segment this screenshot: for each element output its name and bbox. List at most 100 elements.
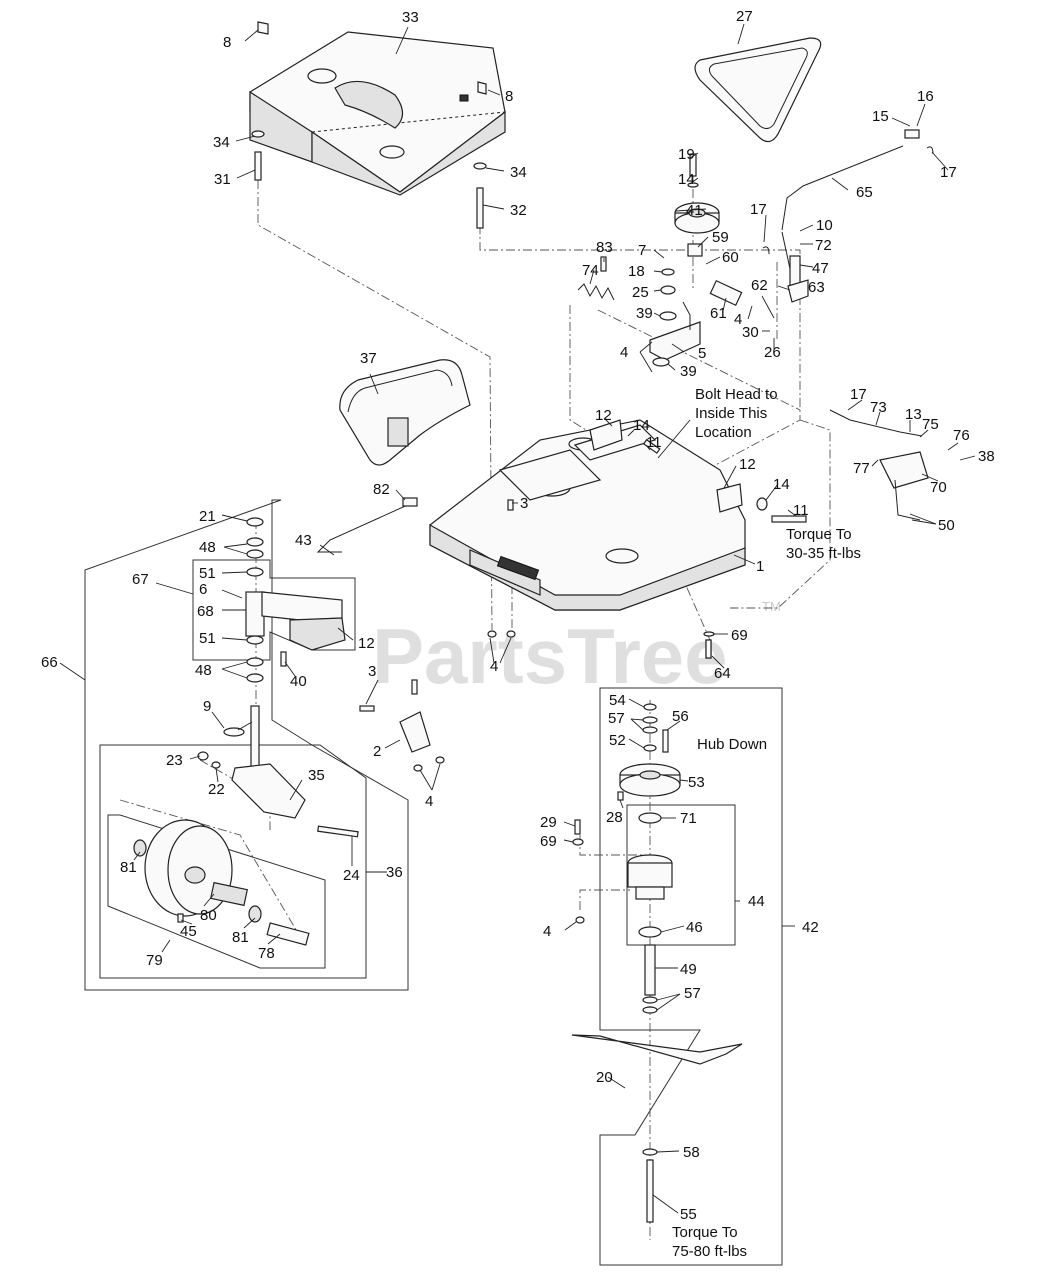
callout-16: 16 [917, 88, 934, 105]
wheel-yoke [231, 763, 306, 819]
callout-63: 63 [808, 279, 825, 296]
alignment-line-spring [597, 309, 801, 411]
callout-17: 17 [850, 386, 867, 403]
callout-8: 8 [223, 34, 231, 51]
callout-36: 36 [386, 864, 403, 881]
spindle-housing [627, 854, 673, 900]
callout-49: 49 [680, 961, 697, 978]
callout-8: 8 [505, 88, 513, 105]
pulley-key [662, 729, 669, 753]
callout-62: 62 [751, 277, 768, 294]
drive-belt [694, 37, 822, 143]
deck-screw-center [507, 499, 514, 511]
callout-82: 82 [373, 481, 390, 498]
callout-47: 47 [812, 260, 829, 277]
cover-bolt-right [473, 162, 487, 229]
callout-23: 23 [166, 752, 183, 769]
callout-12: 12 [595, 407, 612, 424]
rod-clevis [904, 129, 920, 139]
chute-spring [402, 497, 418, 507]
note-bolt-head-line3: Location [695, 424, 752, 441]
bearing-lower [638, 926, 662, 938]
mount-bracket [399, 711, 431, 753]
note-bolt-head-line2: Inside This [695, 405, 767, 422]
bracket-nut-b [435, 756, 445, 764]
bracket-bolt-b [411, 679, 418, 695]
callout-29: 29 [540, 814, 557, 831]
callout-25: 25 [632, 284, 649, 301]
callout-61: 61 [710, 305, 727, 322]
callout-31: 31 [214, 171, 231, 188]
alignment-line-wheel [119, 799, 306, 946]
deck-wheel [144, 819, 233, 917]
mount-bolt-right [771, 515, 807, 523]
chute-rod [316, 502, 413, 553]
pivot-bushing [660, 285, 676, 295]
deck-nut-a [487, 630, 497, 638]
callout-10: 10 [816, 217, 833, 234]
callout-83: 83 [596, 239, 613, 256]
alignment-line-spindle-nut [579, 889, 630, 910]
idler-arm [649, 301, 701, 361]
callout-39: 39 [636, 305, 653, 322]
pivot-bearing-bottom [652, 357, 670, 367]
callout-38: 38 [978, 448, 995, 465]
callout-14: 14 [633, 417, 650, 434]
spindle-washer-top [643, 744, 657, 752]
callout-76: 76 [953, 427, 970, 444]
spindle-housing-washer [572, 838, 584, 846]
note-torque-deck-line1: Torque To [786, 526, 852, 543]
callout-68: 68 [197, 603, 214, 620]
callout-69: 69 [540, 833, 557, 850]
spindle-assembly-box-42 [599, 687, 783, 1266]
callout-22: 22 [208, 781, 225, 798]
note-torque-blade-line1: Torque To [672, 1224, 738, 1241]
caster-bolt [280, 651, 287, 667]
callout-7: 7 [638, 242, 646, 259]
callout-41: 41 [686, 202, 703, 219]
idler-pulley [674, 202, 720, 234]
yoke-washer [211, 761, 221, 769]
callout-13: 13 [905, 406, 922, 423]
spindle-housing-box-44 [626, 804, 736, 946]
idler-spacer [687, 243, 703, 257]
callout-32: 32 [510, 202, 527, 219]
shaft-bolt [705, 639, 712, 659]
callout-4: 4 [490, 658, 498, 675]
callout-80: 80 [200, 907, 217, 924]
cotter-pins [762, 146, 934, 255]
callout-66: 66 [41, 654, 58, 671]
caster-fork-box-67 [192, 559, 356, 661]
blade-bolt [646, 1159, 654, 1223]
cover-bolt-left [251, 130, 265, 181]
discharge-chute [339, 359, 471, 466]
caster-stack-lower [246, 635, 264, 683]
callout-59: 59 [712, 229, 729, 246]
callout-79: 79 [146, 952, 163, 969]
callout-53: 53 [688, 774, 705, 791]
callout-77: 77 [853, 460, 870, 477]
caster-pin [223, 721, 253, 737]
deck-nut-b [506, 630, 516, 638]
callout-75: 75 [922, 416, 939, 433]
spindle-shim-a [642, 716, 658, 724]
deck-cover [249, 31, 506, 196]
idler-spring [577, 283, 615, 301]
callout-34: 34 [213, 134, 230, 151]
rod-bracket [787, 255, 809, 303]
callout-56: 56 [672, 708, 689, 725]
callout-64: 64 [714, 665, 731, 682]
spring-screw [600, 256, 607, 272]
callout-3: 3 [368, 663, 376, 680]
callout-15: 15 [872, 108, 889, 125]
callout-46: 46 [686, 919, 703, 936]
cover-clip-left [257, 21, 269, 35]
callout-70: 70 [930, 479, 947, 496]
callout-60: 60 [722, 249, 739, 266]
callout-48: 48 [199, 539, 216, 556]
grease-fitting [177, 913, 184, 923]
deck-housing [429, 419, 746, 611]
callout-50: 50 [938, 517, 955, 534]
note-bolt-head-line1: Bolt Head to [695, 386, 778, 403]
